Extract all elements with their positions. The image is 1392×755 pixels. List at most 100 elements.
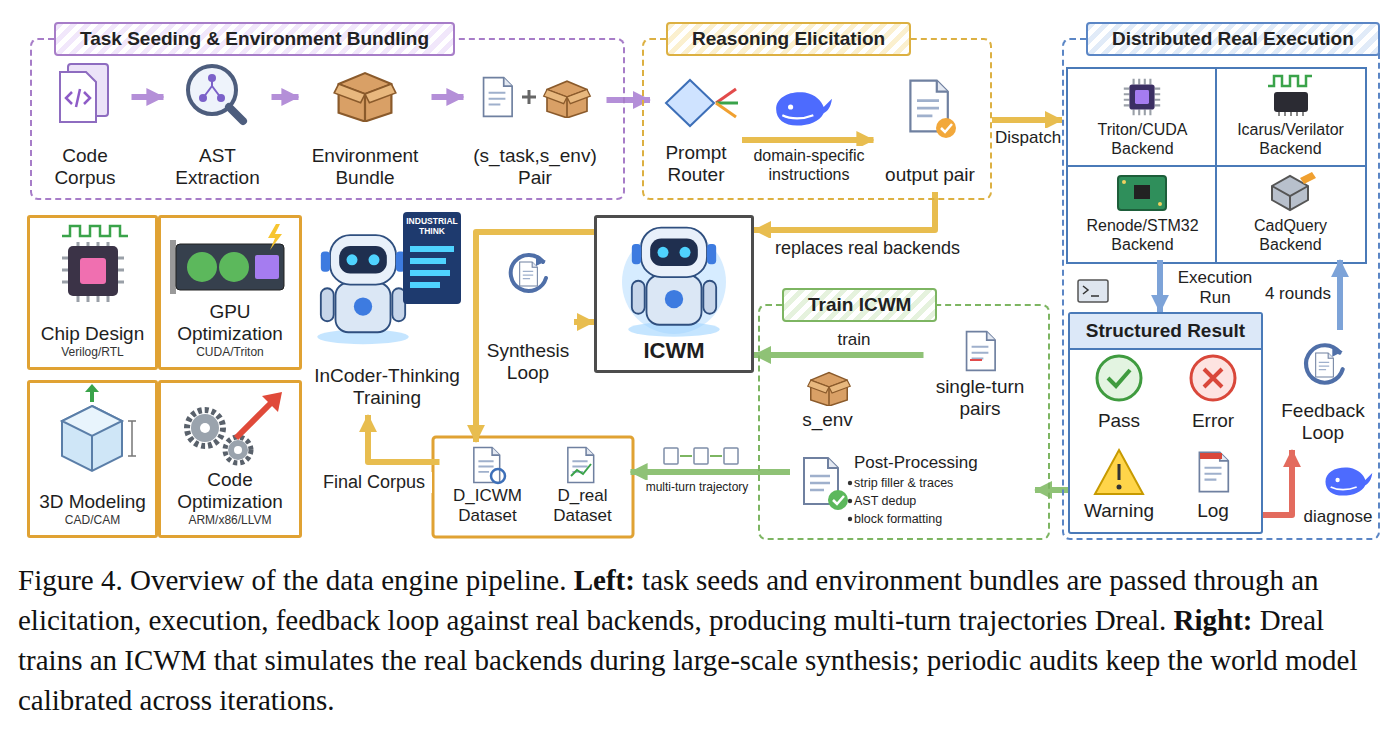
edge-label: multi-turn trajectory xyxy=(638,480,756,495)
backend-cell: Renode/STM32 Backend xyxy=(1070,168,1215,260)
feedback-icon xyxy=(1306,345,1343,382)
pairs-doc-icon xyxy=(970,359,982,361)
trajectory-chain-icon xyxy=(664,448,678,464)
flow-arrow xyxy=(992,117,1062,123)
result-box: Structured ResultPassErrorWarningLog xyxy=(1068,312,1263,534)
node-sublabel: CUDA/Triton xyxy=(165,345,295,360)
pass-icon xyxy=(1108,370,1130,386)
board-icon xyxy=(1134,185,1150,199)
edge-label: replaces real backends xyxy=(765,238,970,259)
gpu-card-icon xyxy=(219,252,249,282)
node-label: Reasoning Elicitation xyxy=(666,22,911,56)
cube-icon xyxy=(62,406,122,436)
gpu-card-icon xyxy=(187,252,217,282)
gpu-card-icon xyxy=(255,255,279,279)
cad-part-icon xyxy=(1272,186,1308,210)
step-item: output pair xyxy=(874,72,987,192)
magnifier-icon xyxy=(199,94,207,102)
node-sublabel: strip filler & traces xyxy=(854,474,1035,492)
step-item: Environment Bundle xyxy=(299,60,432,195)
pass-icon xyxy=(1097,356,1141,400)
gears-icon xyxy=(225,437,251,463)
log-icon xyxy=(1200,453,1222,459)
output-doc-icon xyxy=(941,124,952,132)
dataset-icon xyxy=(568,448,594,483)
gpu-card-icon xyxy=(268,224,282,250)
backend-grid xyxy=(1067,68,1366,263)
domain-box: GPU OptimizationCUDA/Triton xyxy=(158,215,302,370)
node-label: Error xyxy=(1169,410,1257,432)
process-block: Post-Processingstrip filler & tracesAST … xyxy=(790,446,1035,534)
flow-arrow xyxy=(574,319,594,325)
domain-box: Code OptimizationARM/x86/LLVM xyxy=(158,380,302,538)
waveform-chip-icon xyxy=(1268,76,1312,86)
robot-figure xyxy=(410,282,440,288)
chip-design-icon xyxy=(62,242,124,302)
step-item: AST Extraction xyxy=(164,60,272,195)
whale-icon xyxy=(1325,468,1372,496)
cube-icon xyxy=(62,384,136,471)
node-label: Environment Bundle xyxy=(303,145,428,189)
backend-cell: Icarus/Verilator Backend xyxy=(1218,72,1363,164)
domain-box: 3D ModelingCAD/CAM xyxy=(27,380,158,538)
magnifier-icon xyxy=(229,107,243,121)
chip-design-icon xyxy=(68,246,118,296)
backend-grid xyxy=(1067,68,1366,263)
node-label: ICWM xyxy=(601,338,747,364)
gpu-chip-icon xyxy=(1124,79,1160,115)
edge-label: train xyxy=(826,330,882,350)
bullet-dots xyxy=(848,517,852,521)
node-label: Warning xyxy=(1075,500,1163,522)
gpu-card-icon xyxy=(170,224,284,294)
node-label: Task Seeding & Environment Bundling xyxy=(54,22,455,56)
feedback-icon xyxy=(1306,345,1343,382)
dataset-item: D_real Dataset xyxy=(535,442,631,532)
error-icon xyxy=(1191,356,1235,400)
dataset-frame xyxy=(433,437,633,537)
warning-icon xyxy=(1118,464,1121,480)
flow-arrow xyxy=(432,94,464,100)
robot-figure xyxy=(317,212,461,344)
node-label: Synthesis Loop xyxy=(486,340,570,384)
gpu-card-icon xyxy=(170,240,176,294)
env-box-icon xyxy=(808,373,851,406)
gpu-chip-icon xyxy=(1124,79,1160,115)
model-figure: InCoder-Thinking Training xyxy=(300,205,474,415)
result-item: Pass xyxy=(1071,352,1167,438)
node-label: Code Optimization xyxy=(165,469,295,513)
node-label: output pair xyxy=(878,164,983,186)
backend-grid xyxy=(1067,68,1366,263)
robot-figure xyxy=(317,235,409,344)
output-doc-icon xyxy=(936,118,956,138)
board-icon xyxy=(1158,202,1162,206)
whale-icon xyxy=(776,92,832,125)
edge-label: Final Corpus xyxy=(316,472,432,493)
bundle-box-icon xyxy=(334,73,396,121)
node-sublabel: block formatting xyxy=(854,510,1035,528)
node-label: Renode/STM32 Backend xyxy=(1081,216,1205,254)
warning-icon xyxy=(1095,450,1143,494)
board-icon xyxy=(1122,180,1126,184)
postprocess-icon xyxy=(804,458,848,510)
edge-label: 4 rounds xyxy=(1262,284,1334,304)
waveform-chip-icon xyxy=(1268,76,1312,116)
gpu-card-icon xyxy=(176,244,284,290)
flow-arrow xyxy=(1337,260,1343,330)
node-label: InCoder-Thinking Training xyxy=(304,365,470,409)
bullet-dots xyxy=(848,481,852,485)
flow-arrow xyxy=(272,94,299,100)
error-icon xyxy=(1191,356,1235,400)
pairs-doc-icon xyxy=(967,332,996,371)
icwm-robot-figure xyxy=(628,228,720,337)
flow-arrow xyxy=(132,94,164,100)
pair-icon xyxy=(484,78,513,117)
magnifier-icon xyxy=(208,74,216,82)
node-label: single-turn pairs xyxy=(928,376,1033,420)
router-diamond-icon xyxy=(666,80,714,126)
edge-label: domain-specific instructions xyxy=(745,146,873,184)
flow-arrow xyxy=(1157,260,1163,312)
node-label: (s_task,s_env) Pair xyxy=(468,145,603,189)
